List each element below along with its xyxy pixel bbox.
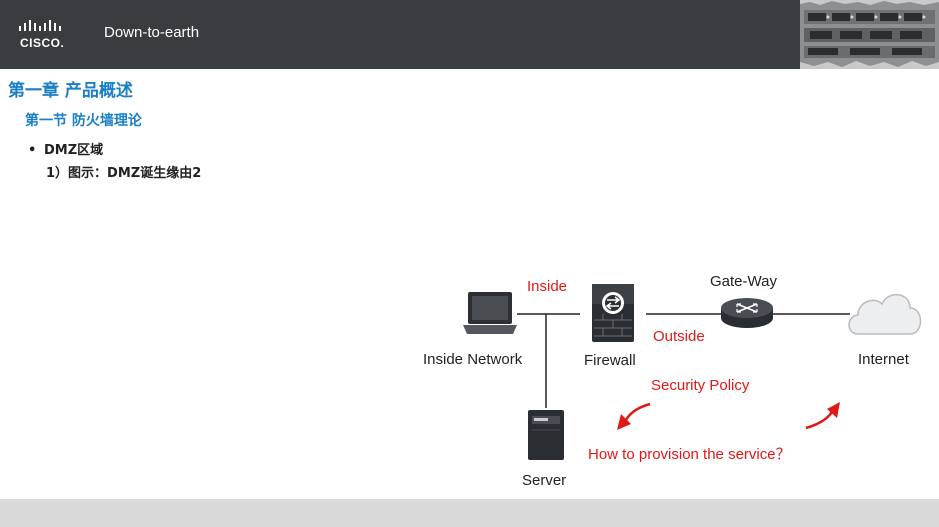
header-bar: CISCO. Down-to-earth — [0, 0, 939, 69]
inside-network-label: Inside Network — [423, 351, 523, 368]
bullet-item: • DMZ区域 — [28, 139, 103, 158]
firewall-icon — [592, 284, 634, 342]
chapter-title: 第一章 产品概述 — [8, 81, 133, 101]
bullet-dot-icon: • — [28, 143, 37, 158]
internet-label: Internet — [858, 351, 909, 368]
cisco-logo-text: CISCO. — [20, 36, 65, 50]
server-rack-image — [800, 0, 939, 69]
security-policy-label: Security Policy — [651, 377, 750, 394]
server-label: Server — [522, 472, 567, 489]
footer-bar — [0, 499, 939, 527]
section-title: 第一节 防火墙理论 — [25, 113, 142, 129]
cisco-logo: CISCO. — [16, 18, 68, 50]
cisco-bars-icon — [19, 20, 61, 31]
sub-item: 1）图示：DMZ诞生缘由2 — [46, 166, 202, 181]
provision-question-label: How to provision the service？ — [588, 446, 791, 463]
red-arrow-left-icon — [617, 402, 651, 430]
header-title: Down-to-earth — [104, 24, 200, 41]
firewall-label: Firewall — [584, 352, 636, 369]
server-icon — [528, 410, 564, 460]
bullet-text: DMZ区域 — [44, 143, 104, 158]
outside-zone-label: Outside — [653, 328, 705, 345]
laptop-icon — [463, 292, 517, 334]
inside-zone-label: Inside — [527, 278, 568, 295]
red-arrow-right-icon — [805, 402, 840, 430]
router-icon — [721, 298, 773, 328]
gateway-label: Gate-Way — [710, 273, 777, 290]
internet-cloud-icon — [848, 294, 922, 335]
